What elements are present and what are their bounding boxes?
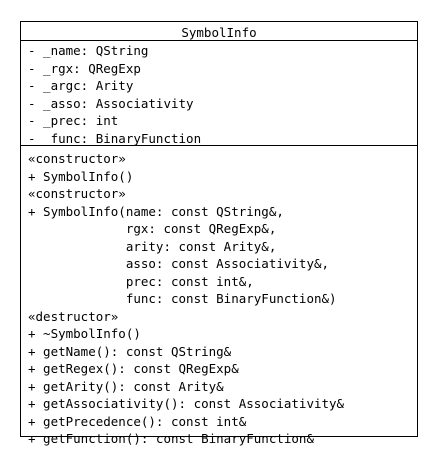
operation-get-arity: + getArity(): const Arity& xyxy=(28,378,224,394)
attribute-prec: - _prec: int xyxy=(28,113,119,128)
attribute-rgx: - _rgx: QRegExp xyxy=(28,60,141,76)
operation-destructor: + ~SymbolInfo() xyxy=(28,326,141,341)
operation-get-name: + getName(): const QString& xyxy=(28,343,232,359)
operation-get-function: + getFunction(): const BinaryFunction& xyxy=(28,431,314,446)
operation-get-associativity: + getAssociativity(): const Associativit… xyxy=(28,396,345,411)
operation-constructor-asso-param: asso: const Associativity&, xyxy=(28,256,330,271)
attribute-argc: - _argc: Arity xyxy=(28,78,134,93)
operation-get-precedence: + getPrecedence(): const int& xyxy=(28,413,247,429)
operation-constructor-rgx-param: rgx: const QRegExp&, xyxy=(28,221,277,236)
operation-default-constructor: + SymbolInfo() xyxy=(28,168,134,184)
class-name: SymbolInfo xyxy=(21,22,417,41)
stereotype-constructor: «constructor» xyxy=(28,186,126,201)
stereotype-constructor: «constructor» xyxy=(28,151,126,166)
operation-constructor-arity-param: arity: const Arity&, xyxy=(28,238,277,254)
operation-constructor-prec-param: prec: const int&, xyxy=(28,273,254,289)
stereotype-destructor: «destructor» xyxy=(28,308,119,324)
attribute-name: - _name: QString xyxy=(28,43,149,58)
operation-constructor-func-param: func: const BinaryFunction&) xyxy=(28,291,337,306)
attribute-asso: - _asso: Associativity xyxy=(28,95,194,111)
uml-class-box: SymbolInfo - _name: QString - _rgx: QReg… xyxy=(20,21,418,446)
operation-constructor-name-param: + SymbolInfo(name: const QString&, xyxy=(28,203,284,219)
operation-get-regex: + getRegex(): const QRegExp& xyxy=(28,361,239,376)
attribute-func: - _func: BinaryFunction xyxy=(28,130,202,146)
attributes-compartment: - _name: QString - _rgx: QRegExp - _argc… xyxy=(21,41,417,146)
operations-compartment: «constructor» + SymbolInfo() «constructo… xyxy=(21,146,417,448)
